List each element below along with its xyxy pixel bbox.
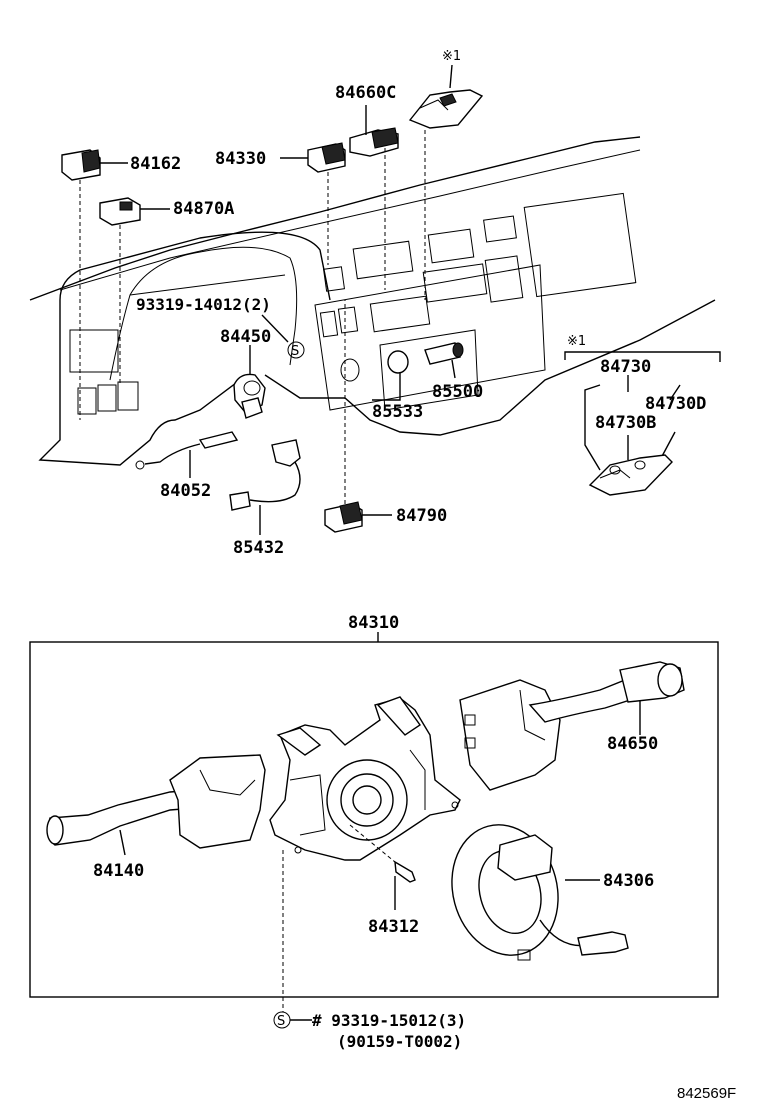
bracket-84730 (564, 351, 721, 392)
connector-84730-icon (584, 384, 681, 496)
screw-symbol-bottom-icon: S (273, 1011, 312, 1029)
screw-symbol-icon: S (261, 314, 305, 359)
label-84310: 84310 (348, 613, 399, 633)
label-84870A: 84870A (173, 199, 234, 219)
switch-84162-icon (61, 149, 128, 420)
lighter-85500-icon (424, 342, 464, 379)
turn-signal-switch-84140-icon (46, 754, 266, 856)
screw-s-mark: S (291, 344, 299, 359)
label-84790: 84790 (396, 506, 447, 526)
label-85533: 85533 (372, 402, 423, 422)
label-84730D: 84730D (645, 394, 706, 414)
screw-84312-icon (349, 824, 416, 910)
label-84730B: 84730B (595, 413, 656, 433)
switch-84660C-icon (349, 105, 399, 290)
switch-84870A-icon (99, 197, 170, 385)
label-84140: 84140 (93, 861, 144, 881)
label-93319-15012: # 93319-15012(3) (312, 1011, 466, 1030)
switch-84330-icon (280, 142, 346, 265)
label-84660C: 84660C (335, 83, 396, 103)
label-84162: 84162 (130, 154, 181, 174)
note-mark-top: ※1 (442, 49, 461, 64)
spiral-cable-84306-icon (451, 824, 629, 961)
label-84450: 84450 (220, 327, 271, 347)
label-84052: 84052 (160, 481, 211, 501)
label-84306: 84306 (603, 871, 654, 891)
harness-84052-icon (135, 431, 239, 478)
assembly-box-84310 (29, 641, 719, 998)
wiper-switch-84650-icon (459, 661, 685, 791)
label-84730: 84730 (600, 357, 651, 377)
connector-clip-icon (408, 64, 484, 300)
label-84330: 84330 (215, 149, 266, 169)
lighter-85533-icon (372, 350, 409, 401)
sensor-84450-icon (233, 345, 266, 419)
label-90159-T0002: (90159-T0002) (337, 1032, 462, 1051)
diagram-code: 842569F (677, 1085, 736, 1102)
label-84312: 84312 (368, 917, 419, 937)
label-93319-14012: 93319-14012(2) (136, 295, 271, 314)
harness-85432-icon (229, 439, 301, 535)
note-mark-84730: ※1 (567, 334, 586, 349)
label-85500: 85500 (432, 382, 483, 402)
switch-housing-icon (269, 696, 461, 861)
switch-84790-icon (324, 300, 392, 533)
label-85432: 85432 (233, 538, 284, 558)
label-84650: 84650 (607, 734, 658, 754)
screw-s-mark-bottom: S (277, 1014, 285, 1029)
